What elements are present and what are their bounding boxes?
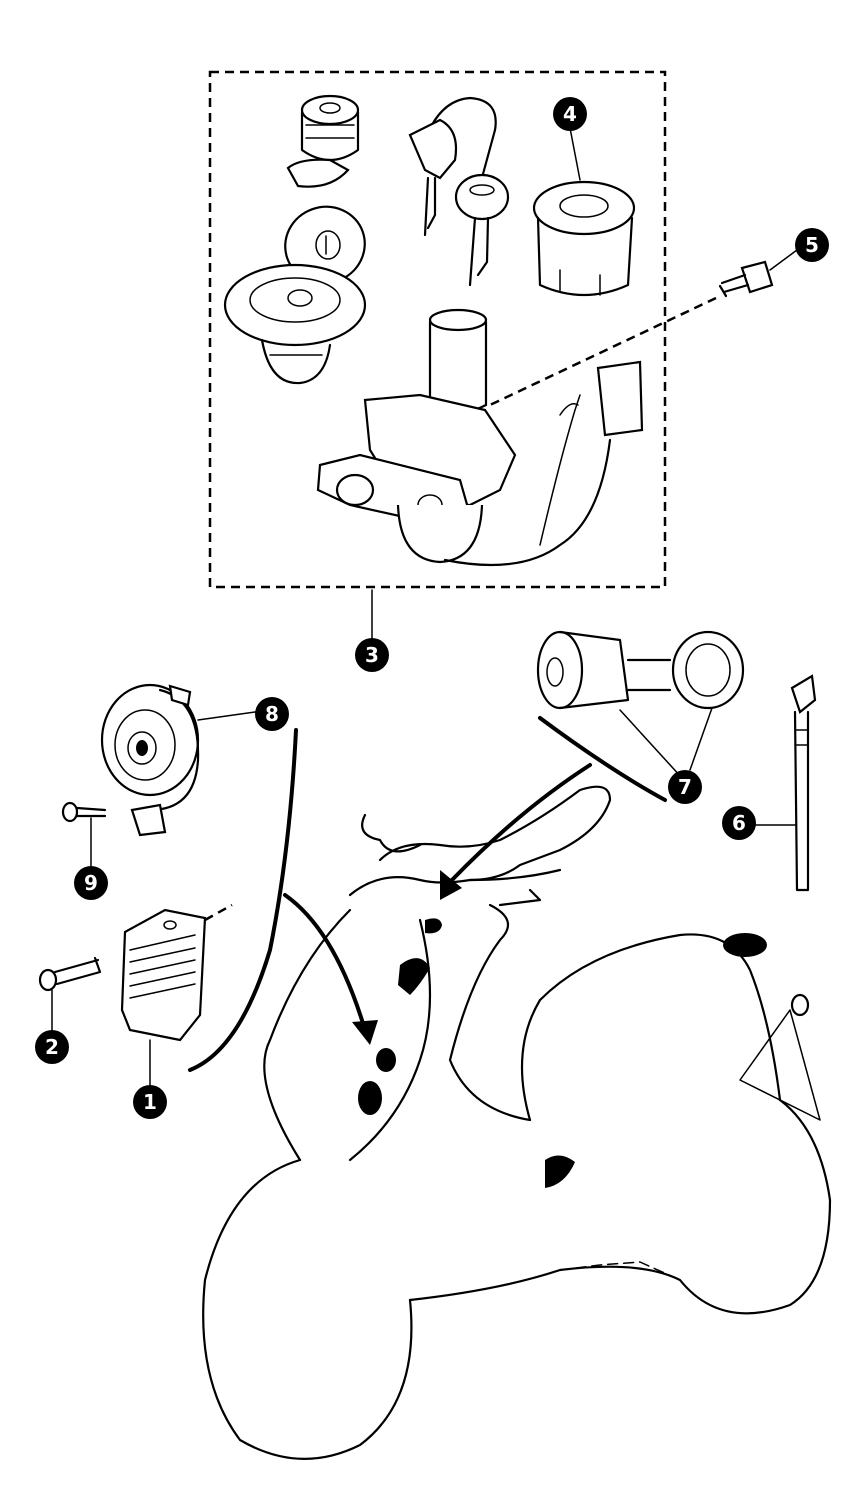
keys-part [408,96,510,287]
regulator-dashline [204,903,233,922]
callout-8: 8 [255,697,289,731]
leader-8 [197,711,256,721]
leader-5 [769,249,798,271]
screw-5-dashline [489,296,717,407]
screw-9-part [61,801,107,823]
lock-housing-part [532,180,636,297]
cable-tie-part [790,674,817,892]
leader-4 [569,127,581,181]
callout-6: 6 [722,806,756,840]
callout-3: 3 [355,638,389,672]
arrow-head-socket [440,870,462,900]
callout-2: 2 [35,1030,69,1064]
screw-5-part [718,260,774,298]
seat-lock-part [286,94,360,188]
horn-part [100,683,200,837]
callout-4: 4 [553,97,587,131]
ignition-kit-boundary [208,70,667,589]
arrow-to-regulator-location [283,893,367,1032]
fuel-cap-part [223,205,367,385]
screw-2-part [38,956,102,992]
ignition-switch-part [316,308,644,567]
callout-7: 7 [668,770,702,804]
arrow-to-socket-body [450,763,592,882]
motorcycle-outline [202,785,832,1460]
arrow-to-horn-location [188,728,298,1072]
callout-5: 5 [795,228,829,262]
socket-part [536,630,745,710]
callout-1: 1 [133,1085,167,1119]
arrow-head-regulator [352,1020,378,1045]
arrow-to-socket-location [538,716,667,802]
leader-7 [619,707,713,779]
callout-9: 9 [74,866,108,900]
regulator-part [120,908,207,1042]
